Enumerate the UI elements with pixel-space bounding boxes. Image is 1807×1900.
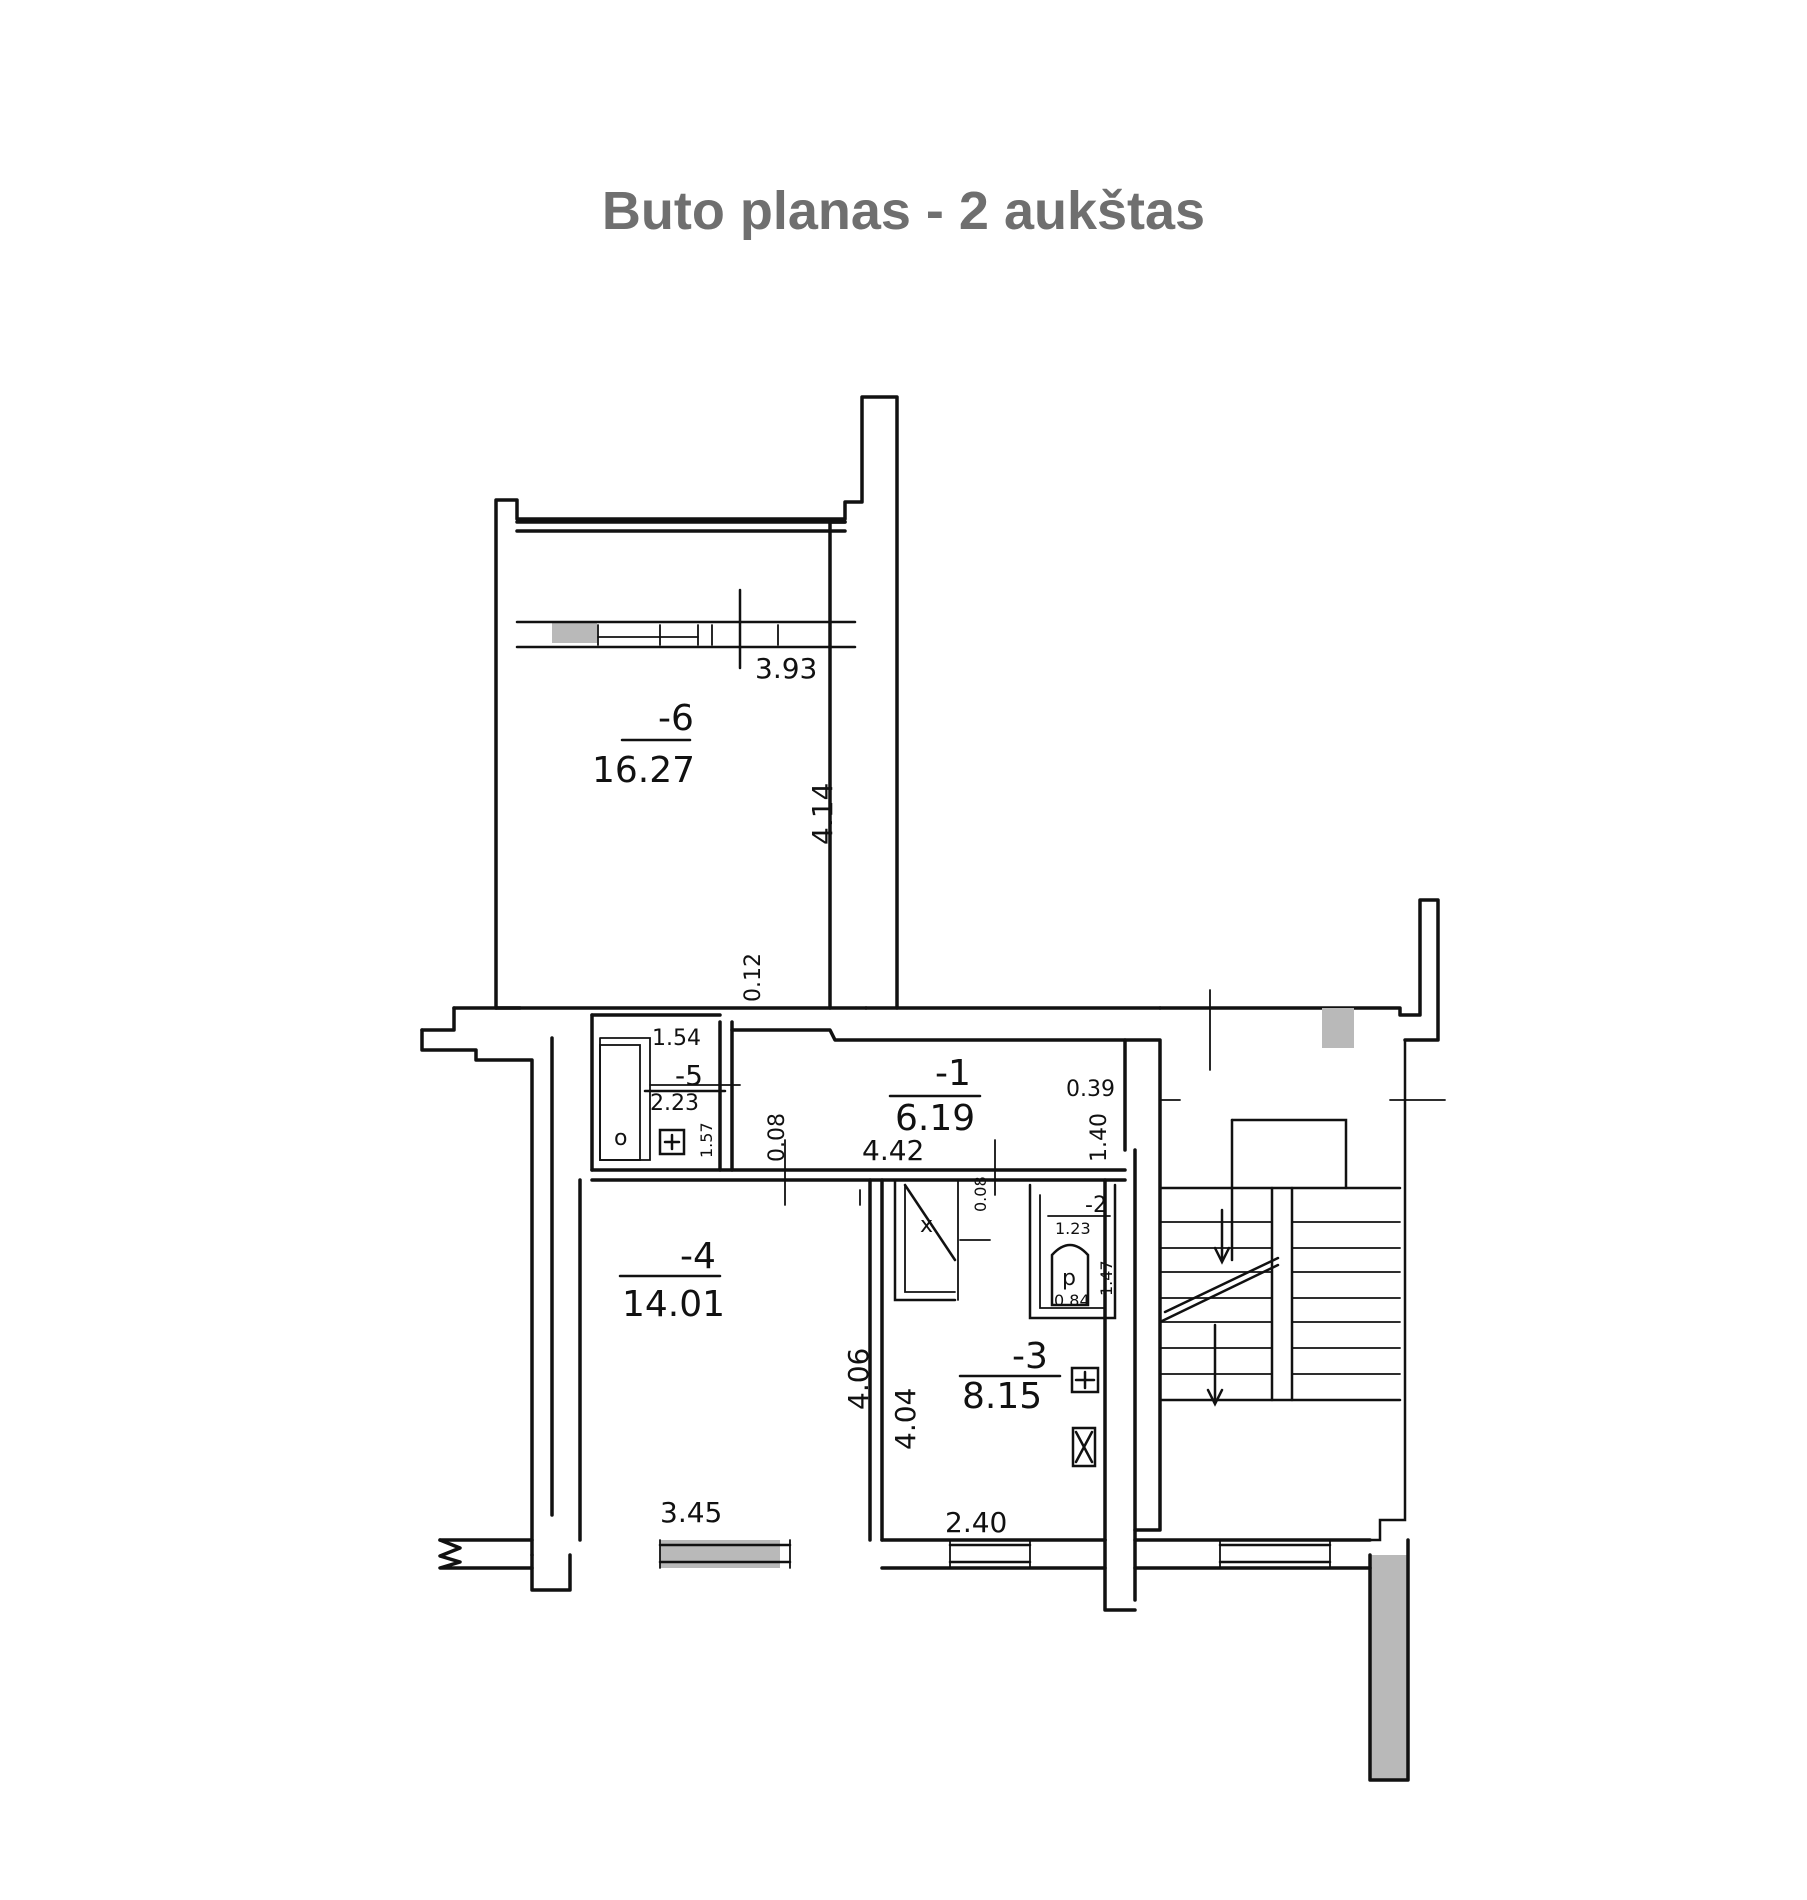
- toilet-icon: o: [614, 1126, 627, 1151]
- room-2-id: -2: [1085, 1193, 1107, 1218]
- left-exterior-walls: [420, 1006, 572, 1592]
- dim-414: 4.14: [806, 783, 839, 845]
- room-4-walls: [578, 1178, 884, 1569]
- dim-157: 1.57: [697, 1122, 716, 1158]
- room-3-label: -3 8.15: [958, 1336, 1062, 1417]
- sink-icon: [1071, 1426, 1097, 1468]
- room-4-label: -4 14.01: [618, 1236, 725, 1325]
- dim-008b: 0.08: [971, 1176, 990, 1212]
- room-5-id: -5: [675, 1059, 703, 1092]
- stove-icon: [1070, 1366, 1100, 1394]
- dim-140: 1.40: [1087, 1113, 1112, 1162]
- room-4-area: 14.01: [622, 1284, 725, 1325]
- dim-084: 0.84: [1054, 1291, 1090, 1310]
- page-title: Buto planas - 2 aukštas: [601, 181, 1206, 241]
- room-2-area: 1.23: [1055, 1219, 1091, 1238]
- stairwell: [1123, 898, 1446, 1542]
- dim-008: 0.08: [765, 1113, 790, 1162]
- dim-147: 1.47: [1097, 1260, 1116, 1296]
- closet-icon: p: [1062, 1266, 1076, 1291]
- dim-406: 4.06: [842, 1348, 875, 1410]
- room-6-walls: [494, 395, 899, 1010]
- room-3-id: -3: [1012, 1336, 1048, 1377]
- room-2-label: -2 1.23: [1047, 1193, 1111, 1238]
- dim-393: 3.93: [755, 652, 817, 685]
- dim-442: 4.42: [862, 1134, 924, 1167]
- room-6-label: -6 16.27: [592, 698, 695, 791]
- dim-012: 0.12: [741, 953, 766, 1002]
- room-6-id: -6: [658, 698, 694, 739]
- room-1-label: -1 6.19: [888, 1053, 982, 1139]
- room-5-area: 2.23: [650, 1091, 699, 1116]
- dim-240: 2.40: [945, 1506, 1007, 1539]
- room-1-area: 6.19: [895, 1098, 975, 1139]
- room-4-id: -4: [680, 1236, 716, 1277]
- room-6-area: 16.27: [592, 750, 695, 791]
- room-3-area: 8.15: [962, 1376, 1042, 1417]
- dim-039: 0.39: [1066, 1077, 1115, 1102]
- mark-icon: x: [920, 1213, 933, 1238]
- right-exterior-wall: [1133, 1538, 1410, 1782]
- room-2-walls: [1028, 1183, 1117, 1320]
- dim-154: 1.54: [652, 1026, 701, 1051]
- room-5-walls: [599, 1044, 686, 1161]
- hall-walls: [494, 1006, 1162, 1182]
- dim-404: 4.04: [889, 1388, 922, 1450]
- room-5-label: -5 2.23: [643, 1059, 727, 1116]
- dim-345: 3.45: [660, 1496, 722, 1529]
- room-1-id: -1: [935, 1053, 971, 1094]
